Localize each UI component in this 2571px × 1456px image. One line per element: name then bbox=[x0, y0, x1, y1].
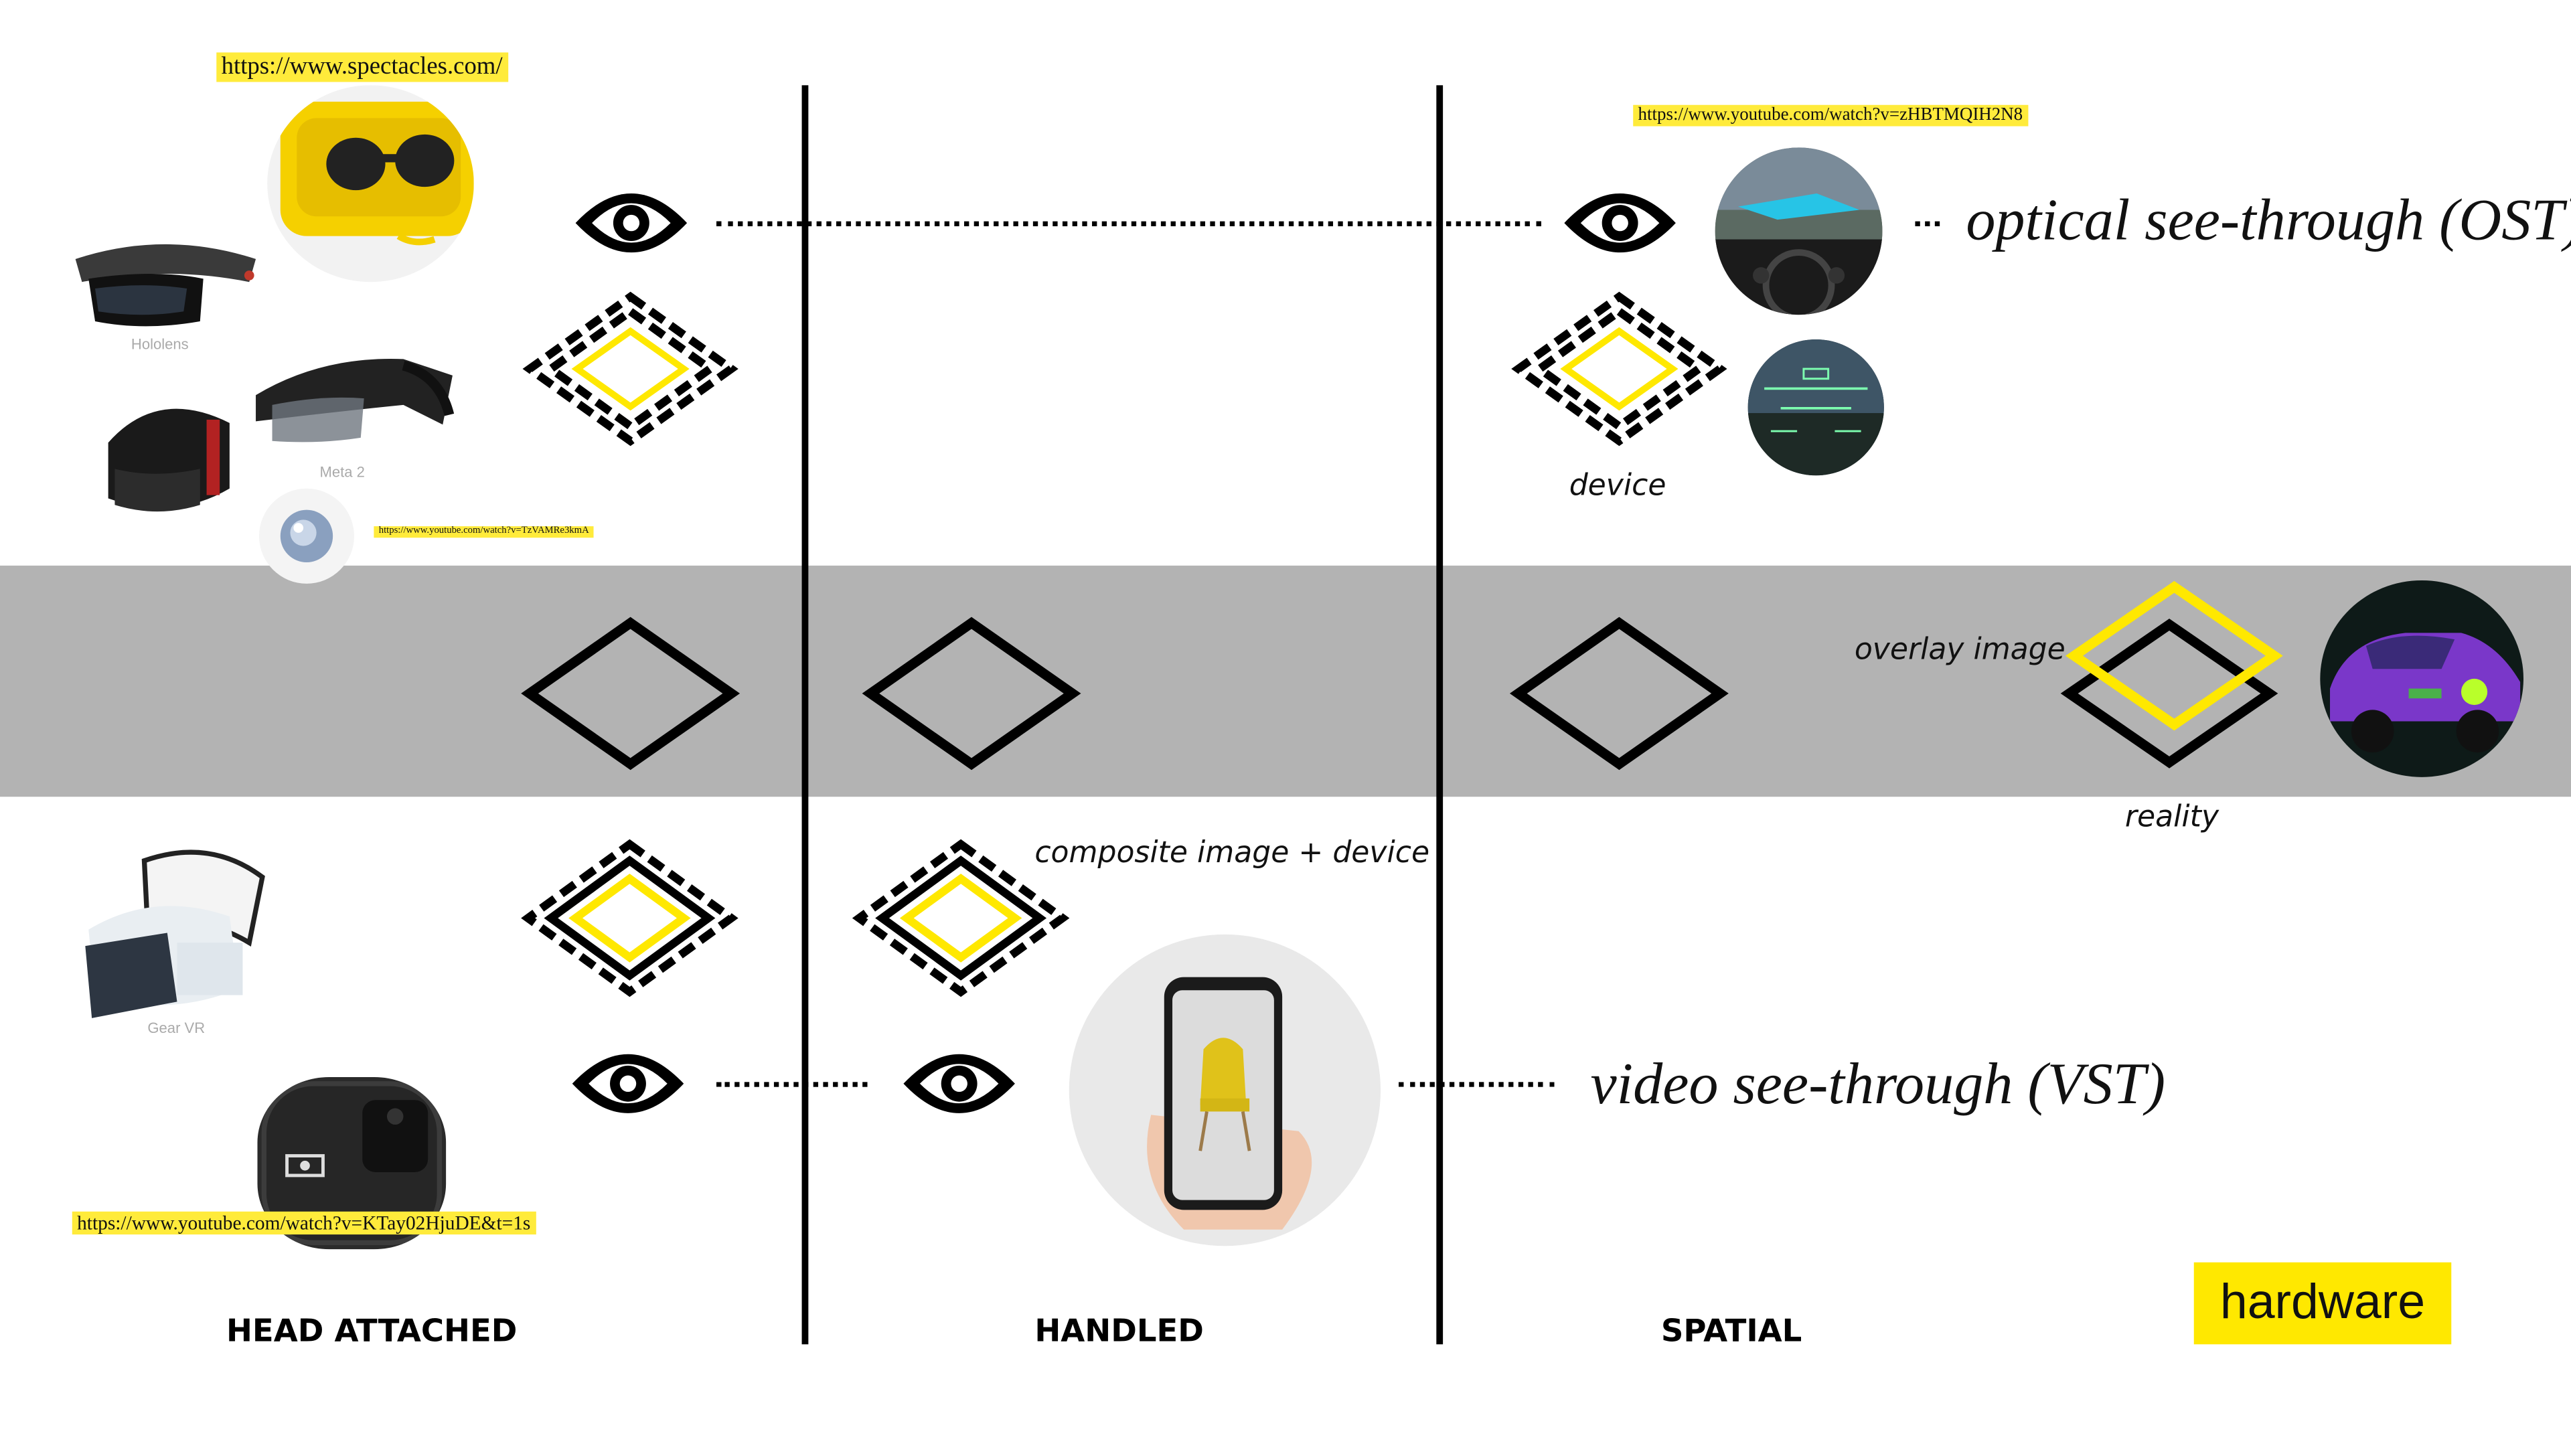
vst-connector-line-right bbox=[1398, 1082, 1555, 1087]
vst-title: video see-through (VST) bbox=[1590, 1050, 2166, 1117]
eye-icon bbox=[1564, 193, 1676, 253]
gearvr-photo bbox=[79, 844, 279, 1033]
composite-stack-icon bbox=[852, 839, 1070, 997]
vst-connector-line-left bbox=[716, 1082, 868, 1087]
fighter-hud-photo bbox=[1747, 339, 1884, 476]
composite-stack-icon bbox=[521, 839, 738, 997]
url-spectacles[interactable]: https://www.spectacles.com/ bbox=[216, 52, 508, 82]
overlay-diamonds-icon bbox=[2060, 580, 2283, 769]
column-spatial: SPATIAL bbox=[1660, 1313, 1802, 1350]
device-label: device bbox=[1569, 469, 1666, 503]
car-hud-photo bbox=[1715, 147, 1883, 315]
meta2-caption: Meta 2 bbox=[319, 464, 365, 481]
overlay-image-label: overlay image bbox=[1854, 633, 2066, 667]
meta2-photo bbox=[249, 336, 459, 459]
url-ost-video[interactable]: https://www.youtube.com/watch?v=zHBTMQIH… bbox=[1633, 104, 2028, 127]
reality-diamond-icon bbox=[521, 617, 741, 771]
column-head-attached: HEAD ATTACHED bbox=[226, 1313, 518, 1350]
url-lens-video[interactable]: https://www.youtube.com/watch?v=TzVAMRe3… bbox=[374, 526, 595, 538]
ost-title-connector bbox=[1915, 221, 1940, 226]
contact-lens-photo bbox=[258, 488, 354, 584]
composite-label: composite image + device bbox=[1034, 835, 1430, 871]
column-handled: HANDLED bbox=[1034, 1313, 1204, 1350]
eye-icon bbox=[575, 193, 688, 253]
hololens-photo bbox=[72, 240, 261, 330]
gearvr-caption: Gear VR bbox=[147, 1020, 206, 1036]
hololens-caption: Hololens bbox=[131, 336, 189, 353]
hardware-badge: hardware bbox=[2193, 1262, 2452, 1345]
reality-label: reality bbox=[2124, 800, 2219, 835]
display-stack-icon bbox=[1511, 291, 1727, 447]
eye-icon bbox=[903, 1054, 1015, 1113]
projected-car-photo bbox=[2320, 580, 2524, 777]
spectacles-photo bbox=[267, 85, 474, 282]
column-divider-left bbox=[801, 85, 809, 1345]
url-vst-video[interactable]: https://www.youtube.com/watch?v=KTay02Hj… bbox=[72, 1211, 536, 1236]
ost-title: optical see-through (OST) bbox=[1966, 187, 2571, 253]
display-stack-icon bbox=[522, 291, 738, 447]
eye-icon bbox=[572, 1054, 684, 1113]
ost-connector-line bbox=[716, 221, 1542, 226]
reality-diamond-icon bbox=[1509, 617, 1729, 771]
column-divider-right bbox=[1436, 85, 1444, 1345]
headset-photo bbox=[102, 394, 236, 521]
reality-diamond-icon bbox=[862, 617, 1081, 771]
phone-ar-photo bbox=[1069, 934, 1381, 1246]
